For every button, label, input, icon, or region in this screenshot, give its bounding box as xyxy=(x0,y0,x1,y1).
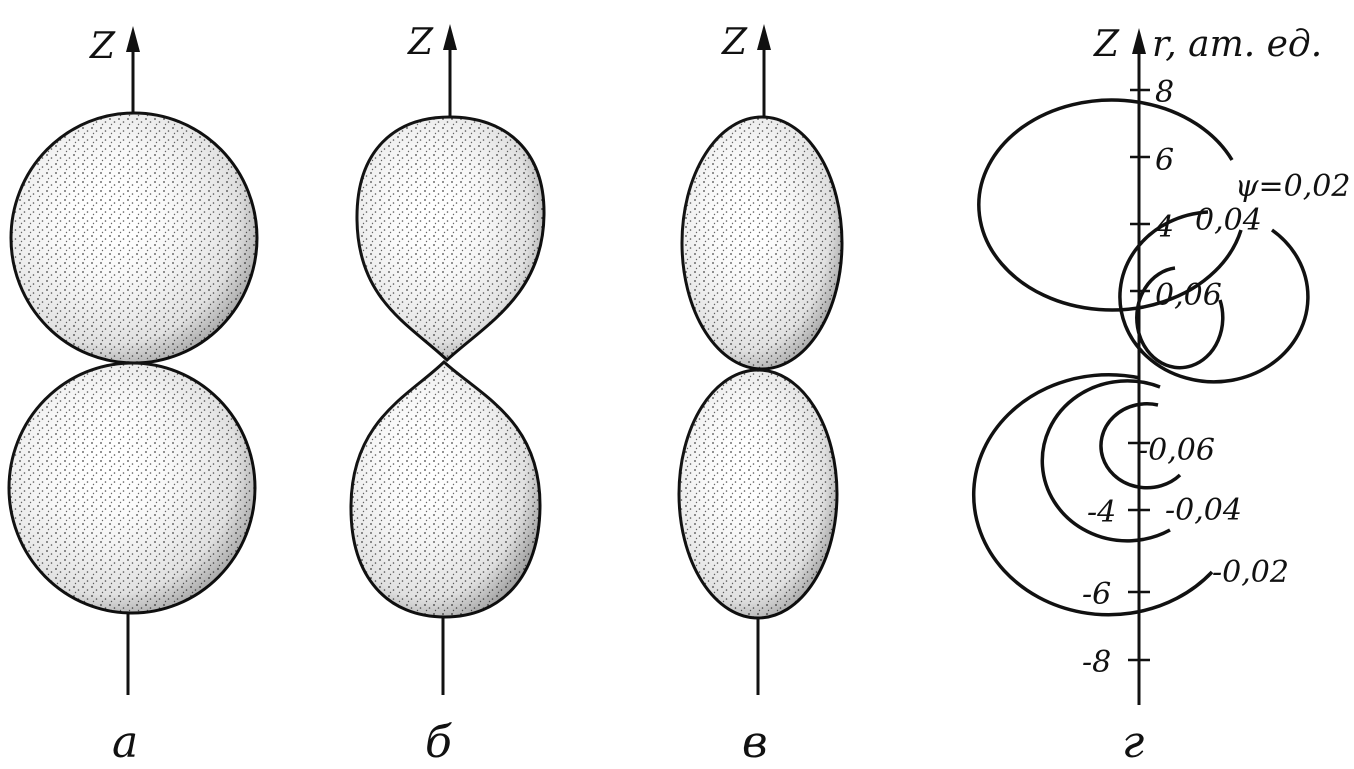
z-label-a: Z xyxy=(89,26,116,67)
contour-lower-0.06 xyxy=(1099,402,1182,490)
contour-upper-0.02 xyxy=(977,98,1243,312)
panel-b: Z б xyxy=(349,22,546,768)
lobe-c-upper-shade xyxy=(682,117,842,369)
panel-label-b: б xyxy=(425,717,452,768)
contour-label-0.04: 0,04 xyxy=(1195,203,1262,238)
panel-label-a: а xyxy=(112,717,138,768)
panel-label-d: г xyxy=(1122,717,1144,768)
z-arrow-c xyxy=(757,24,771,50)
tick-label-8: 8 xyxy=(1155,75,1174,110)
z-label-c: Z xyxy=(721,22,748,63)
contour-label-0.02: ψ=0,02 xyxy=(1235,169,1350,204)
tick-label-4: 4 xyxy=(1154,210,1174,245)
lobe-c-lower-shade xyxy=(679,370,837,618)
contour-lower-0.02 xyxy=(972,373,1214,617)
contour-upper-0.04 xyxy=(1118,210,1310,384)
contour-label-minus-0.06: -0,06 xyxy=(1138,433,1215,468)
z-label-d: Z xyxy=(1093,24,1120,65)
tick-label-6: 6 xyxy=(1155,143,1174,178)
lobe-b-upper-shade xyxy=(356,117,545,360)
lobe-a-upper-shade xyxy=(11,113,257,363)
contour-lower-0.04 xyxy=(1040,379,1171,543)
tick-label-minus-8: -8 xyxy=(1082,645,1111,680)
panel-label-c: в xyxy=(742,717,768,768)
contour-label-0.06: 0,06 xyxy=(1155,278,1222,313)
lobe-a-lower-shade xyxy=(9,363,255,613)
z-arrow-a xyxy=(126,26,140,52)
contour-label-minus-0.04: -0,04 xyxy=(1165,493,1242,528)
tick-label-minus-6: -6 xyxy=(1082,577,1111,612)
z-label-b: Z xyxy=(407,22,434,63)
panel-d: Z r, ат. ед. 8 6 4 -4 -6 -8 ψ=0,02 0,0 xyxy=(972,24,1350,768)
unit-label: r, ат. ед. xyxy=(1152,24,1322,65)
tick-label-minus-4: -4 xyxy=(1087,495,1116,530)
tick-marks xyxy=(1128,88,1150,662)
r-axis-arrow xyxy=(1132,28,1146,54)
lobe-b-lower-shade xyxy=(350,362,540,617)
panel-c: Z в xyxy=(677,22,844,768)
contour-label-minus-0.02: -0,02 xyxy=(1212,555,1289,590)
z-arrow-b xyxy=(443,24,457,50)
contour-upper-0.06 xyxy=(1135,266,1225,370)
panel-a: Z а xyxy=(7,26,259,768)
